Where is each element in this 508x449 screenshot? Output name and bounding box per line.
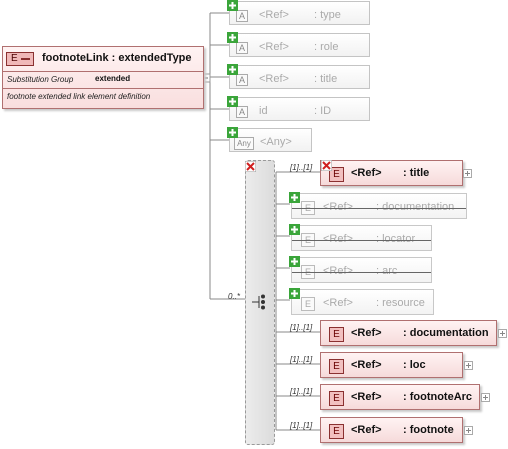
element-title[interactable]: E <Ref> : title [320, 160, 463, 186]
element-ref: <Ref> [323, 201, 353, 213]
attribute-ref: <Ref> [259, 9, 289, 21]
sequence-icon [252, 294, 265, 310]
strikethrough-line [292, 240, 431, 241]
attribute-type[interactable]: A <Ref> : type [229, 1, 370, 25]
plus-icon [289, 192, 300, 203]
element-name: : locator [376, 233, 416, 245]
element-icon: E [6, 52, 34, 66]
sequence-cardinality: 0..* [228, 292, 241, 301]
plus-icon [289, 288, 300, 299]
plus-icon [227, 96, 238, 107]
element-ref: <Ref> [351, 391, 382, 403]
expand-icon[interactable] [464, 426, 473, 435]
attribute-id[interactable]: A id : ID [229, 97, 370, 121]
attribute-icon: A [236, 106, 248, 118]
element-icon: E [329, 167, 344, 182]
plus-icon [289, 224, 300, 235]
element-name: : resource [376, 297, 425, 309]
expand-icon[interactable] [498, 329, 507, 338]
sequence-compositor[interactable] [245, 160, 275, 445]
element-badge-label: E [11, 53, 18, 64]
plus-icon [227, 0, 238, 11]
element-locator[interactable]: E <Ref> : locator [291, 225, 432, 251]
element-footnote-arc[interactable]: E <Ref> : footnoteArc [320, 384, 480, 410]
element-icon: E [329, 359, 344, 374]
substitution-group-label: Substitution Group [7, 75, 74, 84]
element-name: : title [403, 167, 430, 179]
divider [3, 88, 203, 89]
element-ref: <Ref> [351, 424, 382, 436]
element-cardinality: [1]..[1] [290, 323, 313, 332]
attribute-icon: A [236, 42, 248, 54]
attribute-role[interactable]: A <Ref> : role [229, 33, 370, 57]
divider [3, 71, 203, 72]
element-name: : loc [403, 359, 426, 371]
prohibited-icon [321, 160, 332, 171]
attribute-name: : type [314, 9, 341, 21]
element-ref: <Ref> [323, 265, 353, 277]
element-name: : arc [376, 265, 398, 277]
element-cardinality: [1]..[1] [290, 355, 313, 364]
element-cardinality: [1]..[1] [290, 387, 313, 396]
attribute-ref: <Ref> [259, 73, 289, 85]
element-icon: E [329, 424, 344, 439]
close-icon [245, 161, 256, 172]
element-cardinality: [1]..[1] [290, 163, 313, 172]
expand-icon[interactable] [463, 169, 472, 178]
attribute-icon: A [236, 10, 248, 22]
plus-icon [227, 32, 238, 43]
strikethrough-line [292, 272, 431, 273]
element-icon: E [329, 391, 344, 406]
plus-icon [227, 64, 238, 75]
attribute-name: : title [314, 73, 338, 85]
element-ref: <Ref> [323, 297, 353, 309]
element-documentation-optional[interactable]: E <Ref> : documentation [291, 193, 467, 219]
attribute-icon: A [236, 74, 248, 86]
element-loc[interactable]: E <Ref> : loc [320, 352, 463, 378]
element-name: : documentation [403, 327, 489, 339]
plus-icon [227, 127, 238, 138]
any-attribute[interactable]: Any <Any> [229, 128, 312, 152]
element-documentation: footnote extended link element definitio… [7, 92, 151, 101]
footnote-link-element[interactable]: E footnoteLink : extendedType Substituti… [2, 46, 204, 109]
element-name: : documentation [376, 201, 455, 213]
element-ref: <Ref> [351, 167, 382, 179]
element-icon: E [329, 327, 344, 342]
expand-icon[interactable] [464, 361, 473, 370]
element-footnote[interactable]: E <Ref> : footnote [320, 417, 463, 443]
element-name: : footnote [403, 424, 454, 436]
element-name: footnoteLink : extendedType [42, 52, 192, 64]
element-header: E footnoteLink : extendedType [3, 47, 203, 71]
dash-icon [21, 58, 30, 60]
expand-icon[interactable] [481, 393, 490, 402]
attribute-name: : role [314, 41, 339, 53]
attribute-title[interactable]: A <Ref> : title [229, 65, 370, 89]
element-ref: <Ref> [351, 327, 382, 339]
plus-icon [289, 256, 300, 267]
element-ref: <Ref> [351, 359, 382, 371]
attribute-ref: <Ref> [259, 41, 289, 53]
element-icon: E [301, 297, 315, 311]
element-arc[interactable]: E <Ref> : arc [291, 257, 432, 283]
element-name: : footnoteArc [403, 391, 473, 403]
any-icon: Any [234, 137, 254, 150]
element-documentation[interactable]: E <Ref> : documentation [320, 320, 497, 346]
attribute-name: : ID [314, 105, 332, 117]
substitution-group-value: extended [95, 74, 131, 83]
element-resource[interactable]: E <Ref> : resource [291, 289, 434, 315]
strikethrough-line [292, 208, 466, 209]
attribute-ref: id [259, 105, 268, 117]
any-label: <Any> [260, 136, 292, 148]
element-cardinality: [1]..[1] [290, 421, 313, 430]
element-ref: <Ref> [323, 233, 353, 245]
